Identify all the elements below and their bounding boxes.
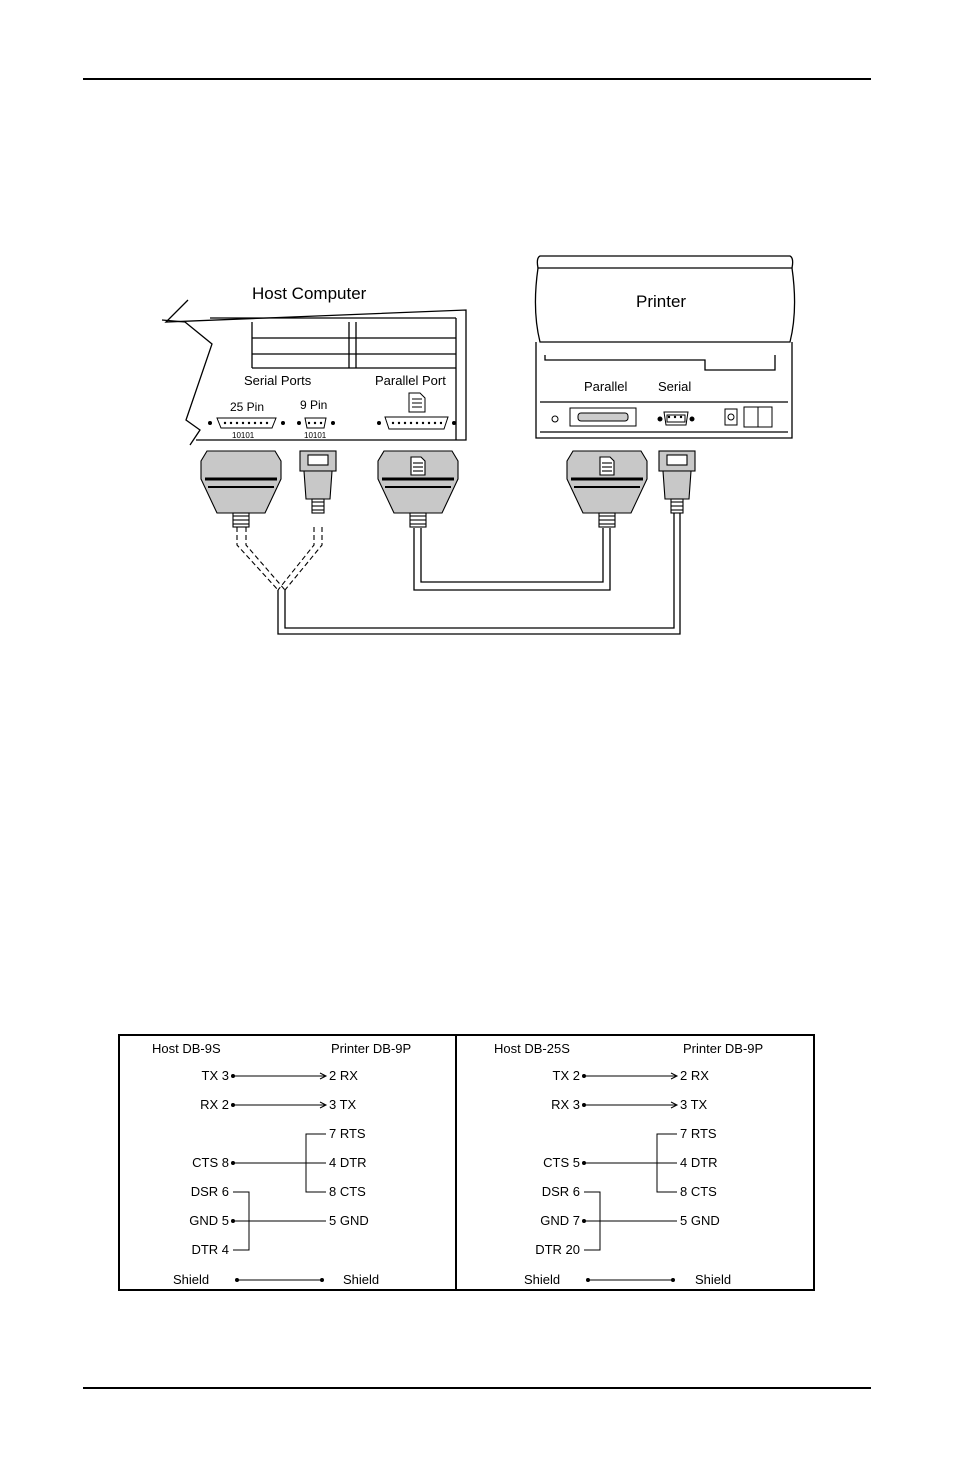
pin25-label: 25 Pin bbox=[230, 400, 264, 414]
printer-parallel-label: Parallel bbox=[584, 379, 627, 394]
printer-title: Printer bbox=[636, 292, 686, 311]
printer-serial-label: Serial bbox=[658, 379, 691, 394]
printer-pin-row: 4 DTR bbox=[680, 1155, 718, 1170]
power-switch-icon bbox=[724, 406, 773, 428]
host-pin-row: GND 5 bbox=[189, 1213, 229, 1228]
serial-ports-label: Serial Ports bbox=[244, 373, 312, 388]
host-pin-row: DTR 20 bbox=[535, 1242, 580, 1257]
host-pin-row: DTR 4 bbox=[191, 1242, 229, 1257]
pinout-table: Host DB-9S Printer DB-9P TX 3 RX 2 CTS 8 DS… bbox=[118, 1034, 815, 1291]
host-pin-row: TX 2 bbox=[553, 1068, 580, 1083]
host-parallel-plug bbox=[377, 450, 459, 528]
serial-9pin-port bbox=[297, 417, 335, 429]
printer-pin-row: 2 RX bbox=[680, 1068, 709, 1083]
pin25-code: 10101 bbox=[232, 431, 255, 440]
right-shield-host: Shield bbox=[524, 1272, 560, 1287]
printer-serial-plug bbox=[658, 450, 696, 514]
printer-document-icon bbox=[408, 392, 426, 413]
serial-cable-options bbox=[236, 527, 323, 591]
right-host-header: Host DB-25S bbox=[494, 1041, 570, 1056]
printer-pin-row: 5 GND bbox=[680, 1213, 720, 1228]
left-host-header: Host DB-9S bbox=[152, 1041, 221, 1056]
pin9-label: 9 Pin bbox=[300, 398, 327, 412]
connection-diagram: Host Computer Serial Ports Parallel Port… bbox=[161, 255, 796, 635]
serial-25pin-port bbox=[208, 417, 285, 429]
host-pin-row: DSR 6 bbox=[191, 1184, 229, 1199]
printer-pin-row: 8 CTS bbox=[329, 1184, 366, 1199]
host-pin-row: GND 7 bbox=[540, 1213, 580, 1228]
host-pin-row: TX 3 bbox=[202, 1068, 229, 1083]
pin9-code: 10101 bbox=[304, 431, 327, 440]
left-printer-header: Printer DB-9P bbox=[331, 1041, 411, 1056]
pinout-right: Host DB-25S Printer DB-9P TX 2 RX 3 CTS 5 D… bbox=[494, 1041, 763, 1287]
right-printer-header: Printer DB-9P bbox=[683, 1041, 763, 1056]
printer-parallel-plug bbox=[566, 450, 648, 528]
host-pin-row: CTS 8 bbox=[192, 1155, 229, 1170]
parallel-port-label: Parallel Port bbox=[375, 373, 446, 388]
header-rule bbox=[83, 78, 871, 80]
pinout-left: Host DB-9S Printer DB-9P TX 3 RX 2 CTS 8 DS… bbox=[152, 1041, 411, 1287]
serial-25pin-plug bbox=[200, 450, 282, 528]
host-pin-row: CTS 5 bbox=[543, 1155, 580, 1170]
host-computer-title: Host Computer bbox=[252, 284, 367, 303]
left-shield-printer: Shield bbox=[343, 1272, 379, 1287]
printer-pin-row: 8 CTS bbox=[680, 1184, 717, 1199]
printer-pin-row: 7 RTS bbox=[329, 1126, 366, 1141]
serial-9pin-plug bbox=[299, 450, 337, 514]
printer-pin-row: 2 RX bbox=[329, 1068, 358, 1083]
parallel-cable bbox=[413, 528, 611, 591]
printer-pin-row: 5 GND bbox=[329, 1213, 369, 1228]
serial-cable bbox=[277, 510, 681, 635]
left-shield-host: Shield bbox=[173, 1272, 209, 1287]
host-computer bbox=[161, 299, 467, 446]
printer-pin-row: 4 DTR bbox=[329, 1155, 367, 1170]
printer-pin-row: 3 TX bbox=[329, 1097, 357, 1112]
printer-pin-row: 7 RTS bbox=[680, 1126, 717, 1141]
host-pin-row: DSR 6 bbox=[542, 1184, 580, 1199]
printer-parallel-port bbox=[551, 407, 637, 427]
host-pin-row: RX 3 bbox=[551, 1097, 580, 1112]
host-pin-row: RX 2 bbox=[200, 1097, 229, 1112]
printer bbox=[534, 255, 796, 439]
right-shield-printer: Shield bbox=[695, 1272, 731, 1287]
host-parallel-port bbox=[377, 416, 456, 430]
footer-rule bbox=[83, 1387, 871, 1389]
printer-serial-port bbox=[657, 411, 695, 426]
printer-pin-row: 3 TX bbox=[680, 1097, 708, 1112]
